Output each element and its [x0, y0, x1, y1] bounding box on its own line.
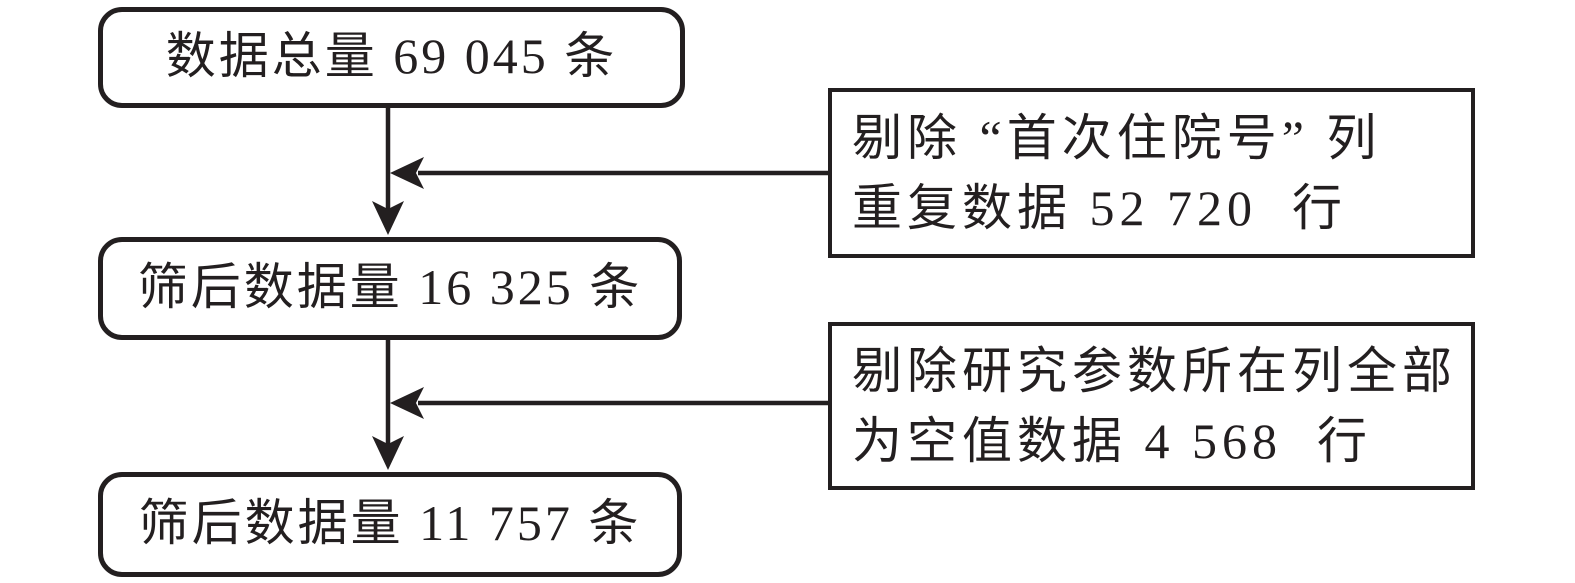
flow-node-after-filter-2-label: 筛后数据量 11 757 条 [138, 494, 642, 551]
annotation-remove-nulls-line-2: 为空值数据 4 568 行 [852, 413, 1372, 469]
flow-node-after-filter-1-label: 筛后数据量 16 325 条 [137, 258, 643, 315]
flow-node-total: 数据总量 69 045 条 [98, 7, 685, 108]
annotation-remove-nulls: 剔除研究参数所在列全部 为空值数据 4 568 行 [828, 322, 1475, 490]
annotation-remove-duplicates-line-2: 重复数据 52 720 行 [852, 180, 1347, 236]
annotation-remove-duplicates-line-1: 剔除 “首次住院号” 列 [852, 110, 1382, 166]
arrowhead-down-icon [372, 436, 404, 470]
arrow-down-total-to-filter1 [372, 108, 404, 235]
arrowhead-down-icon [372, 201, 404, 235]
flow-node-after-filter-2: 筛后数据量 11 757 条 [98, 472, 682, 577]
flow-node-after-filter-1: 筛后数据量 16 325 条 [98, 237, 682, 340]
annotation-remove-nulls-line-1: 剔除研究参数所在列全部 [852, 343, 1457, 399]
arrow-down-filter1-to-filter2 [372, 340, 404, 470]
arrow-left-dedupe-note [390, 157, 828, 189]
arrowhead-left-icon [390, 387, 424, 419]
arrowhead-left-icon [390, 157, 424, 189]
arrow-left-nulls-note [390, 387, 828, 419]
flow-node-total-label: 数据总量 69 045 条 [165, 27, 618, 84]
annotation-remove-duplicates: 剔除 “首次住院号” 列 重复数据 52 720 行 [828, 88, 1475, 258]
